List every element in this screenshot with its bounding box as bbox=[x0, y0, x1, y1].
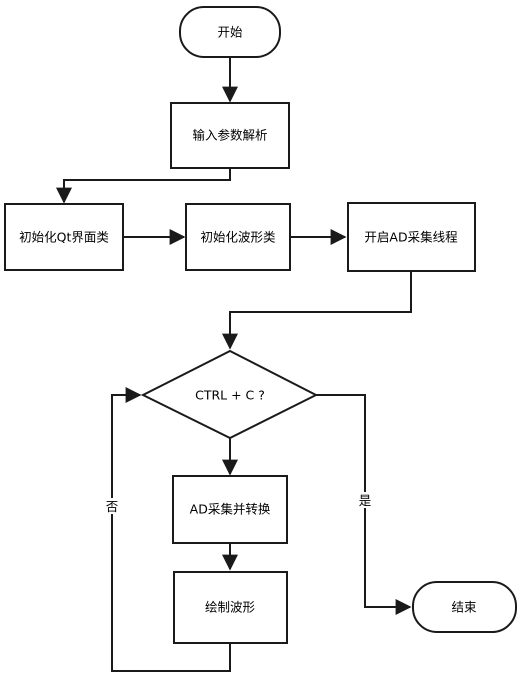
init-wave-process bbox=[185, 203, 291, 271]
draw-label: 绘制波形 bbox=[205, 600, 256, 615]
convert-process bbox=[172, 475, 288, 544]
end-terminal bbox=[412, 581, 517, 633]
start-terminal bbox=[179, 6, 281, 58]
end-label: 结束 bbox=[451, 600, 477, 615]
decision-label: CTRL + C ? bbox=[195, 388, 265, 403]
edge-label-yes: 是 bbox=[359, 493, 372, 508]
edge-draw-loop-back bbox=[111, 387, 231, 672]
edge-label-no: 否 bbox=[106, 499, 119, 514]
init-qt-label: 初始化Qt界面类 bbox=[19, 230, 109, 245]
convert-label: AD采集并转换 bbox=[190, 502, 271, 517]
init-wave-label: 初始化波形类 bbox=[200, 230, 276, 245]
start-thread-label: 开启AD采集线程 bbox=[364, 230, 458, 245]
parse-process bbox=[170, 102, 290, 169]
start-thread-process bbox=[347, 202, 476, 272]
start-label: 开始 bbox=[217, 25, 243, 40]
decision-diamond bbox=[140, 349, 319, 440]
init-qt-process bbox=[4, 203, 124, 271]
edge-start-thread-to-decision bbox=[222, 271, 412, 350]
edge-parse-to-init-qt bbox=[56, 168, 231, 204]
parse-label: 输入参数解析 bbox=[192, 128, 267, 143]
draw-process bbox=[173, 571, 288, 644]
